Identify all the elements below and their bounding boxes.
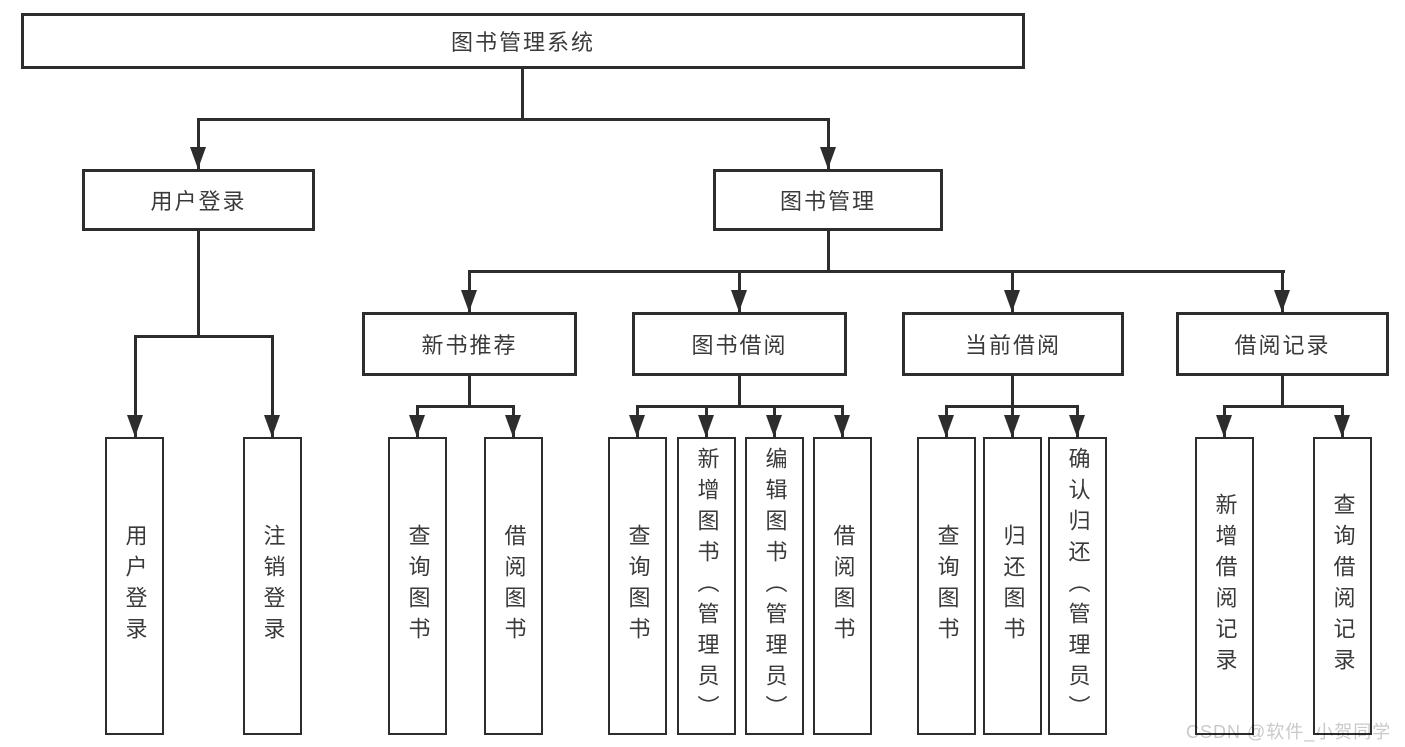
node-leaf-records-add-record: 新增借阅记录 [1195,437,1254,735]
node-leaf-borrow-borrow-books: 借阅图书 [813,437,872,735]
node-leaf-newrec-borrow-books: 借阅图书 [484,437,543,735]
connector-line [197,231,200,335]
node-leaf-current-return-books: 归还图书 [983,437,1042,735]
arrow-down-icon [264,415,280,437]
connector-line [197,118,200,169]
arrow-down-icon [461,290,477,312]
connector-line [636,405,844,408]
connector-line [827,118,830,169]
leaf-label: 编辑图书（管理员） [762,446,788,726]
arrow-down-icon [938,415,954,437]
arrow-down-icon [731,290,747,312]
leaf-label: 新增图书（管理员） [694,446,720,726]
connector-line [134,335,274,338]
connector-line [134,335,137,437]
leaf-label: 借阅图书 [830,524,856,648]
connector-line [468,270,1285,273]
node-leaf-borrow-edit-books: 编辑图书（管理员） [745,437,804,735]
node-leaf-newrec-query-books: 查询图书 [388,437,447,735]
arrow-down-icon [820,147,836,169]
node-user-login: 用户登录 [82,169,315,231]
node-root: 图书管理系统 [21,13,1025,69]
node-leaf-current-query-books: 查询图书 [917,437,976,735]
connector-line [197,118,830,121]
connector-line [416,405,515,408]
watermark: CSDN @软件_小贺同学 [1186,722,1392,742]
arrow-down-icon [190,147,206,169]
connector-line [468,376,471,405]
node-current-borrowing: 当前借阅 [902,312,1124,376]
arrow-down-icon [1216,415,1232,437]
arrow-down-icon [1274,290,1290,312]
connector-line [1281,376,1284,405]
arrow-down-icon [505,415,521,437]
arrow-down-icon [1334,415,1350,437]
connector-line [1223,405,1343,408]
leaf-label: 注销登录 [260,524,286,648]
node-book-management: 图书管理 [713,169,943,231]
node-leaf-borrow-query-books: 查询图书 [608,437,667,735]
arrow-down-icon [409,415,425,437]
arrow-down-icon [127,415,143,437]
node-new-book-recommend: 新书推荐 [362,312,577,376]
node-leaf-logout: 注销登录 [243,437,302,735]
node-leaf-current-confirm-return: 确认归还（管理员） [1048,437,1107,735]
node-borrowing-records: 借阅记录 [1176,312,1389,376]
arrow-down-icon [698,415,714,437]
connector-line [271,335,274,437]
connector-line [521,69,524,118]
leaf-label: 查询图书 [934,524,960,648]
leaf-label: 归还图书 [1000,524,1026,648]
leaf-label: 确认归还（管理员） [1065,446,1091,726]
leaf-label: 用户登录 [122,524,148,648]
arrow-down-icon [1004,415,1020,437]
arrow-down-icon [834,415,850,437]
node-leaf-user-login: 用户登录 [105,437,164,735]
node-leaf-records-query-record: 查询借阅记录 [1313,437,1372,735]
connector-line [827,231,830,270]
leaf-label: 查询图书 [405,524,431,648]
leaf-label: 新增借阅记录 [1212,493,1238,679]
leaf-label: 借阅图书 [501,524,527,648]
leaf-label: 查询借阅记录 [1330,493,1356,679]
node-leaf-borrow-add-books: 新增图书（管理员） [677,437,736,735]
arrow-down-icon [766,415,782,437]
arrow-down-icon [629,415,645,437]
arrow-down-icon [1004,290,1020,312]
leaf-label: 查询图书 [625,524,651,648]
node-book-borrowing: 图书借阅 [632,312,847,376]
connector-line [738,376,741,405]
arrow-down-icon [1069,415,1085,437]
connector-line [1011,376,1014,405]
